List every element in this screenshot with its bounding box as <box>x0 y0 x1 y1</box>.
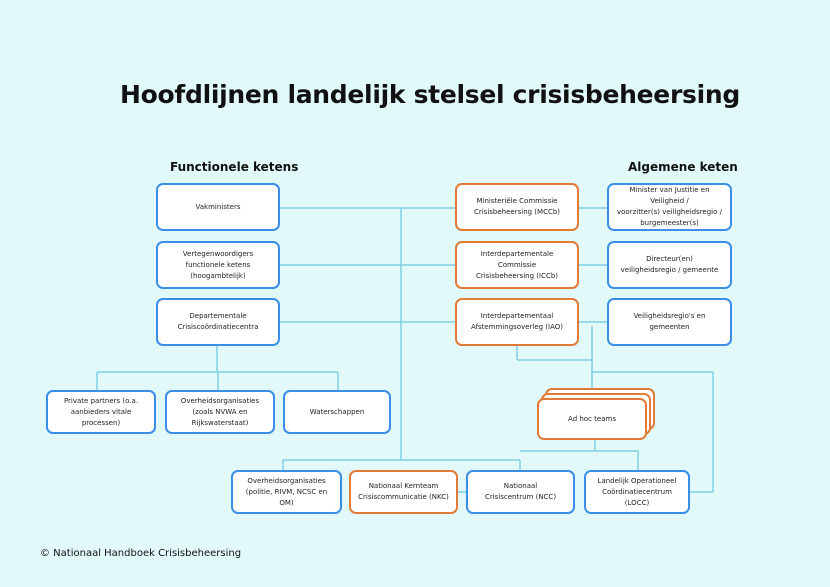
box-label: Ad hoc teams <box>568 414 616 423</box>
box-label: Waterschappen <box>309 407 365 416</box>
box-adhoc-teams: Ad hoc teams <box>537 398 647 440</box>
box-label: Nationaal Crisiscentrum (NCC) <box>484 482 557 501</box>
box-label: Ministeriële Commissie Crisisbeheersing … <box>473 197 561 216</box>
box-mccb: Ministeriële Commissie Crisisbeheersing … <box>455 183 579 231</box>
section-heading-functionele-ketens: Functionele ketens <box>170 160 299 174</box>
copyright-footer: © Nationaal Handboek Crisisbeheersing <box>40 548 242 559</box>
box-directeur-veiligheidsregio: Directeur(en) veiligheidsregio / gemeent… <box>607 241 732 289</box>
box-label: Overheidsorganisaties (politie, RIVM, NC… <box>245 476 328 507</box>
box-departementale-crisiscoordinatiecentra: Departementale Crisiscoördinatiecentra <box>156 298 280 346</box>
page-title: Hoofdlijnen landelijk stelsel crisisbehe… <box>120 80 740 109</box>
box-ncc: Nationaal Crisiscentrum (NCC) <box>466 470 575 514</box>
box-label: Overheidsorganisaties (zoals NVWA en Rij… <box>180 396 260 427</box>
box-waterschappen: Waterschappen <box>283 390 391 434</box>
box-vakministers: Vakministers <box>156 183 280 231</box>
box-label: Directeur(en) veiligheidsregio / gemeent… <box>620 255 719 274</box>
box-label: Private partners (o.a. aanbieders vitale… <box>63 396 139 427</box>
box-label: Interdepartementaal Afstemmingsoverleg (… <box>470 312 564 331</box>
box-overheidsorganisaties-nvwa: Overheidsorganisaties (zoals NVWA en Rij… <box>165 390 275 434</box>
box-iccb: Interdepartementale Commissie Crisisbehe… <box>455 241 579 289</box>
box-iao: Interdepartementaal Afstemmingsoverleg (… <box>455 298 579 346</box>
box-minister-jenv: Minister van Justitie en Veiligheid / vo… <box>607 183 732 231</box>
box-label: Minister van Justitie en Veiligheid / vo… <box>616 186 722 227</box>
box-label: Interdepartementale Commissie Crisisbehe… <box>475 249 559 280</box>
box-label: Vertegenwoordigers functionele ketens (h… <box>182 249 254 280</box>
box-label: Vakministers <box>195 202 241 211</box>
box-veiligheidsregios-gemeenten: Veiligheidsregio's en gemeenten <box>607 298 732 346</box>
box-overheidsorganisaties-politie: Overheidsorganisaties (politie, RIVM, NC… <box>231 470 342 514</box>
box-label: Veiligheidsregio's en gemeenten <box>633 312 706 331</box>
box-vertegenwoordigers: Vertegenwoordigers functionele ketens (h… <box>156 241 280 289</box>
box-label: Landelijk Operationeel Coördinatiecentru… <box>597 476 677 507</box>
box-nkc: Nationaal Kernteam Crisiscommunicatie (N… <box>349 470 458 514</box>
box-locc: Landelijk Operationeel Coördinatiecentru… <box>584 470 690 514</box>
section-heading-algemene-keten: Algemene keten <box>628 160 738 174</box>
box-label: Departementale Crisiscoördinatiecentra <box>177 312 259 331</box>
box-label: Nationaal Kernteam Crisiscommunicatie (N… <box>358 482 449 501</box>
box-private-partners: Private partners (o.a. aanbieders vitale… <box>46 390 156 434</box>
